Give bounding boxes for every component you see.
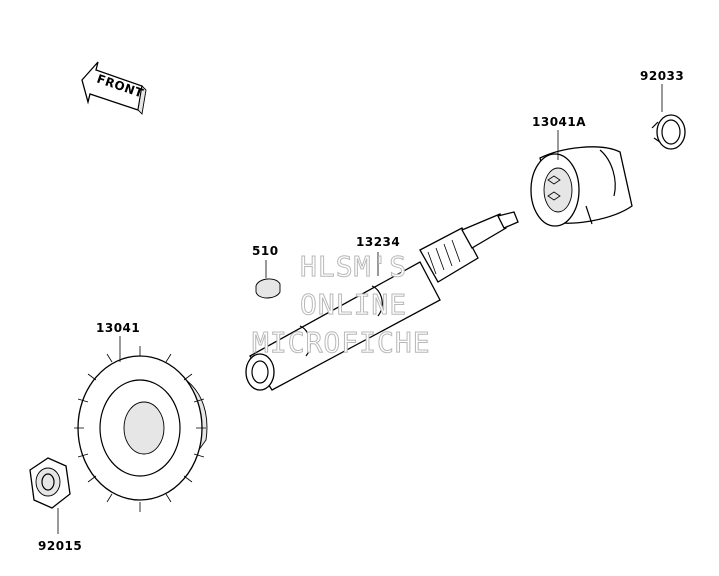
circlip-92033 [651,84,686,150]
part-label-13041A: 13041A [532,115,586,129]
part-label-13234: 13234 [356,235,400,249]
watermark: HLSM'S ONLINE MICROFICHE [252,250,431,360]
part-label-13041: 13041 [96,321,140,335]
shaft-13234 [245,211,519,391]
part-label-92015: 92015 [38,539,82,553]
watermark-line-3: MICROFICHE [252,326,431,359]
nut-92015 [29,457,71,534]
part-label-510: 510 [252,244,279,258]
watermark-line-2: ONLINE [300,288,407,321]
gear-13041 [74,336,208,512]
key-510 [255,260,281,299]
gear-13041A [530,130,633,227]
front-arrow-icon: FRONT [81,61,147,115]
part-label-92033: 92033 [640,69,684,83]
watermark-line-1: HLSM'S [300,250,407,283]
